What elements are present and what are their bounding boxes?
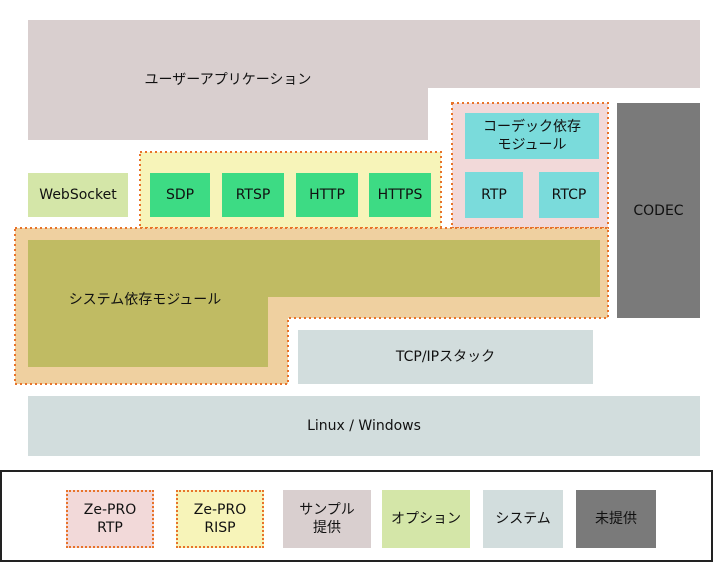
https-box: HTTPS [369,173,431,217]
codec-module-box: コーデック依存 モジュール [465,113,599,159]
legend-unprovided: 未提供 [576,490,656,548]
legend-panel [0,470,713,562]
legend-sample: サンプル 提供 [283,490,371,548]
legend-ze-pro-rtp: Ze-PRO RTP [66,490,154,548]
user-app-label: ユーザーアプリケーション [144,72,312,88]
rtcp-box: RTCP [539,172,599,218]
codec-box: CODEC [617,103,700,318]
tcpip-box: TCP/IPスタック [298,330,593,384]
legend-ze-pro-risp: Ze-PRO RISP [176,490,264,548]
rtsp-box: RTSP [222,173,284,217]
os-box: Linux / Windows [28,396,700,456]
legend-option: オプション [382,490,470,548]
websocket-box: WebSocket [28,173,128,217]
legend-system: システム [483,490,563,548]
user-app-block [28,20,700,140]
sdp-box: SDP [150,173,210,217]
rtp-box: RTP [465,172,523,218]
http-box: HTTP [296,173,358,217]
system-module-label: システム依存モジュール [68,292,222,308]
system-module-block [28,240,600,367]
